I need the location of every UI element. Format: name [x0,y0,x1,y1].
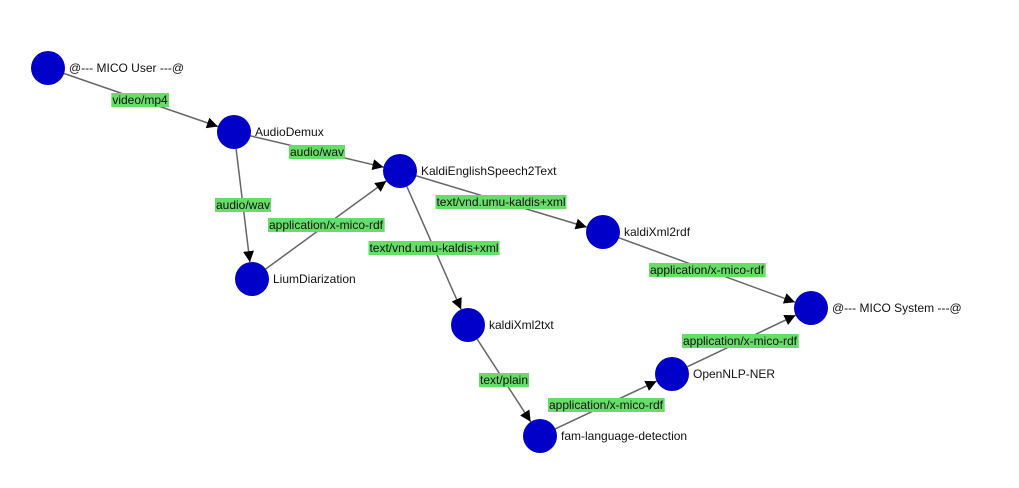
edge-label-text: application/x-mico-rdf [650,263,765,277]
edge-label-text: application/x-mico-rdf [269,218,384,232]
edge-label-background [289,145,345,159]
node-lium-diarization[interactable]: LiumDiarization [235,262,356,296]
node-label: kaldiXml2txt [489,318,554,332]
node-label: fam-language-detection [561,429,687,443]
nodes-layer: @--- MICO User ---@ AudioDemuxKaldiEnglis… [31,51,962,453]
edge-label-background [435,195,567,209]
edge-label-text: audio/wav [216,198,270,212]
edge-label-text: application/x-mico-rdf [683,334,798,348]
edge-label-text: application/x-mico-rdf [549,398,664,412]
node-circle[interactable] [217,115,251,149]
edge-label-background [368,241,500,255]
node-circle[interactable] [794,291,828,325]
node-circle[interactable] [235,262,269,296]
node-label: @--- MICO System ---@ [832,301,962,315]
node-label: OpenNLP-NER [693,367,775,381]
edge-labels-layer: video/mp4 audio/wav audio/wav application/x… [111,93,799,412]
edge-label: video/mp4 [111,93,169,107]
node-fam-language[interactable]: fam-language-detection [523,419,687,453]
edge-label-text: text/plain [480,373,528,387]
node-circle[interactable] [655,357,689,391]
edge-label: application/x-mico-rdf [649,263,766,277]
edge-label-background [268,218,385,232]
edge-label-text: text/vnd.umu-kaldis+xml [369,241,498,255]
edge-label-background [479,373,529,387]
edge-label: audio/wav [215,198,271,212]
node-circle[interactable] [523,419,557,453]
node-label: AudioDemux [255,125,324,139]
edge-label: application/x-mico-rdf [268,218,385,232]
edge-label-background [548,398,665,412]
edge-label-background [215,198,271,212]
node-label: KaldiEnglishSpeech2Text [421,164,557,178]
node-label: LiumDiarization [273,272,356,286]
node-kaldi-english[interactable]: KaldiEnglishSpeech2Text [383,154,557,188]
edge-label: text/vnd.umu-kaldis+xml [368,241,500,255]
node-label: @--- MICO User ---@ [69,61,184,75]
node-circle[interactable] [586,215,620,249]
node-circle[interactable] [383,154,417,188]
edge-label: audio/wav [289,145,345,159]
node-label: kaldiXml2rdf [624,225,691,239]
edge-label: text/plain [479,373,529,387]
edge-label-background [682,334,799,348]
node-kaldi-xml2txt[interactable]: kaldiXml2txt [451,308,554,342]
edge-label-background [649,263,766,277]
edge-label: text/vnd.umu-kaldis+xml [435,195,567,209]
edge-label-text: video/mp4 [112,93,168,107]
edge-label-background [111,93,169,107]
node-circle[interactable] [31,51,65,85]
edge-label-text: text/vnd.umu-kaldis+xml [436,195,565,209]
node-mico-user[interactable]: @--- MICO User ---@ [31,51,184,85]
edge-label: application/x-mico-rdf [682,334,799,348]
node-circle[interactable] [451,308,485,342]
node-audio-demux[interactable]: AudioDemux [217,115,324,149]
edge-label-text: audio/wav [290,145,344,159]
node-opennlp-ner[interactable]: OpenNLP-NER [655,357,775,391]
node-mico-system[interactable]: @--- MICO System ---@ [794,291,962,325]
edge-label: application/x-mico-rdf [548,398,665,412]
node-kaldi-xml2rdf[interactable]: kaldiXml2rdf [586,215,691,249]
